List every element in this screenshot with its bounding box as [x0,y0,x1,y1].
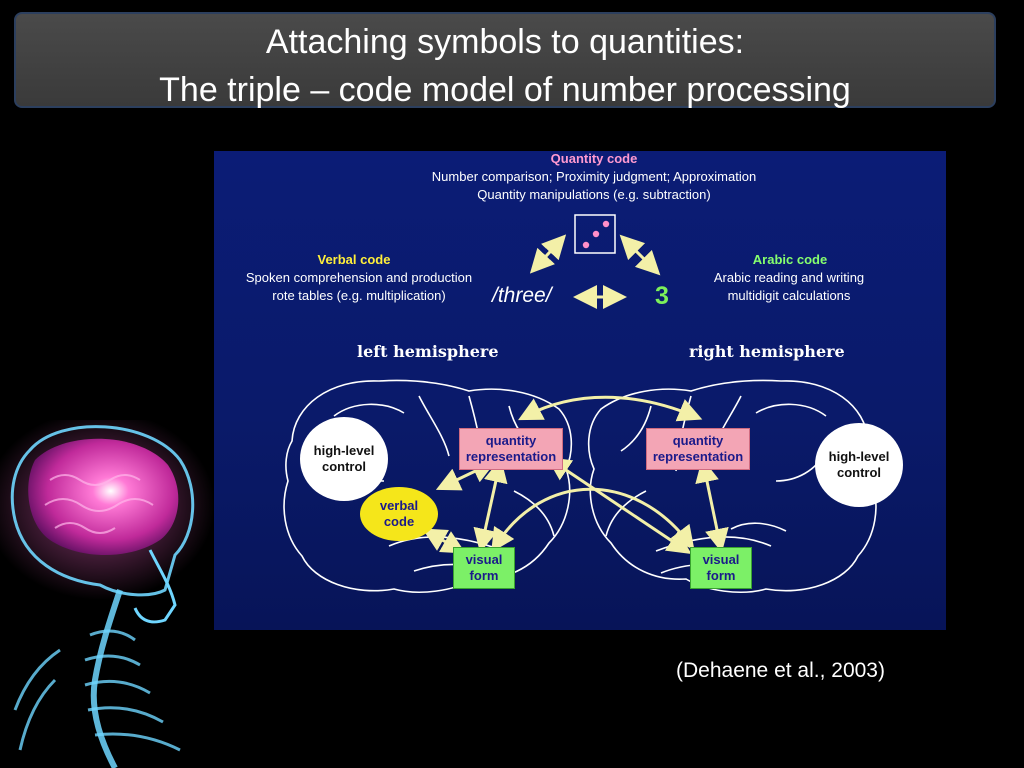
right-visual-label-2: form [706,568,736,583]
slide-title-line-1: Attaching symbols to quantities: [265,23,745,61]
right-control-label-1: high-level [828,449,890,464]
arrow-quantity-arabic [619,234,661,276]
right-quantity-representation-node: quantity representation [646,428,750,470]
quantity-code-heading: Quantity code [550,151,638,166]
diagram-graphics [283,214,877,593]
right-visual-label-1: visual [702,552,740,567]
left-quantity-label-1: quantity [485,433,537,448]
right-high-level-control-node: high-level control [815,423,903,507]
arabic-code-line-2: multidigit calculations [727,288,851,303]
skeleton-brain-illustration [0,420,215,768]
left-high-level-control-node: high-level control [300,417,388,501]
left-quantity-label-2: representation [465,449,557,464]
right-hemisphere-label: right hemisphere [689,342,845,361]
verbal-code-line-1: Spoken comprehension and production [245,270,473,285]
left-visual-label-2: form [469,568,499,583]
slide-title-box: Attaching symbols to quantities: The tri… [14,12,996,109]
verbal-symbol-three: /three/ [492,284,552,307]
slide-title-line-2: The triple – code model of number proces… [159,71,851,109]
right-visual-form-node: visual form [690,547,752,589]
arrow-quantity-quantity [518,395,703,422]
left-quantity-representation-node: quantity representation [459,428,563,470]
left-visual-form-node: visual form [453,547,515,589]
right-control-label-2: control [836,465,882,480]
dice-dots-icon [574,214,616,254]
quantity-code-line-2: Quantity manipulations (e.g. subtraction… [477,187,711,202]
arrow-quantity-verbal [529,234,567,274]
right-quantity-label-2: representation [652,449,744,464]
arrow-verbal-left-visual [422,528,466,554]
verbal-node-label-1: verbal [379,498,419,513]
arabic-symbol-3: 3 [655,282,669,310]
arabic-code-line-1: Arabic reading and writing [713,270,865,285]
quantity-code-line-1: Number comparison; Proximity judgment; A… [431,169,757,184]
verbal-code-line-2: rote tables (e.g. multiplication) [272,288,446,303]
arrow-right-visual-right-quantity [695,458,729,553]
verbal-node-label-2: code [383,514,415,529]
right-quantity-label-1: quantity [672,433,724,448]
left-control-label-2: control [321,459,367,474]
arrow-left-quantity-right-visual [546,456,692,555]
citation: (Dehaene et al., 2003) [676,659,885,682]
arrow-left-visual-left-quantity [473,458,508,553]
arabic-code-heading: Arabic code [752,252,828,267]
verbal-code-heading: Verbal code [317,252,391,267]
left-visual-label-1: visual [465,552,503,567]
left-control-label-1: high-level [313,443,375,458]
left-verbal-code-node: verbal code [360,487,438,541]
triple-code-diagram: Quantity code Number comparison; Proximi… [214,151,946,630]
left-hemisphere-label: left hemisphere [357,342,499,361]
